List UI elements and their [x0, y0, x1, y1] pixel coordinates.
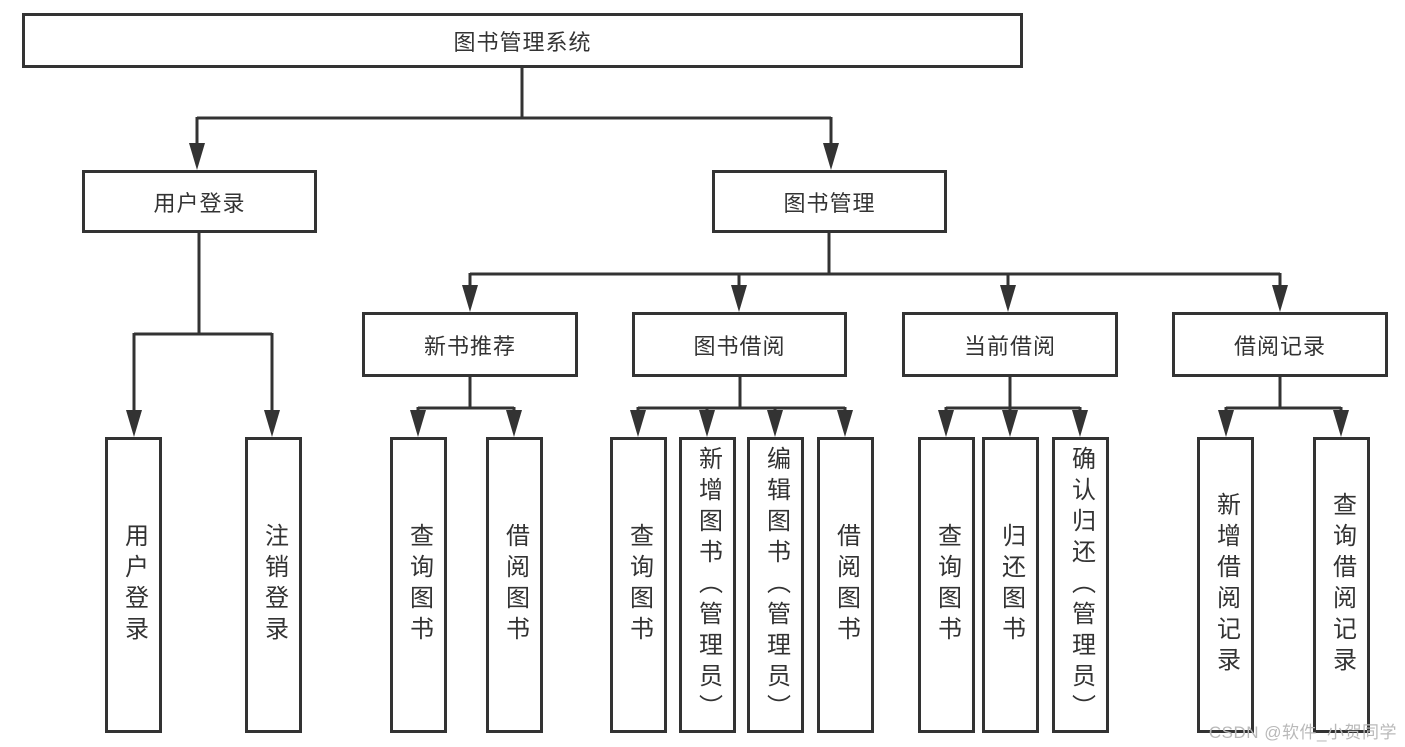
node-add-borrow-record: 新增借阅记录: [1197, 437, 1254, 733]
node-label: 图书管理: [783, 190, 876, 216]
node-query-borrow-record: 查询借阅记录: [1313, 437, 1370, 733]
arrow-down-icon: [410, 410, 426, 437]
node-label: 当前借阅: [963, 333, 1056, 359]
arrow-down-icon: [1072, 410, 1088, 437]
arrow-down-icon: [462, 285, 478, 312]
arrow-down-icon: [189, 143, 205, 170]
node-query-books-recommend: 查询图书: [390, 437, 447, 733]
arrow-down-icon: [938, 410, 954, 437]
csdn-watermark: CSDN @软件_小贺同学: [1208, 723, 1397, 742]
arrow-down-icon: [823, 143, 839, 170]
node-label: 图书管理系统: [453, 29, 592, 55]
arrow-down-icon: [731, 285, 747, 312]
node-borrowing-records: 借阅记录: [1172, 312, 1388, 377]
node-label: 查询图书: [933, 523, 961, 647]
arrow-down-icon: [1000, 285, 1016, 312]
arrow-down-icon: [1333, 410, 1349, 437]
node-user-login-action: 用户登录: [105, 437, 162, 733]
node-label: 编辑图书（管理员）: [762, 445, 790, 725]
node-label: 借阅图书: [501, 523, 529, 647]
node-label: 图书借阅: [693, 333, 786, 359]
node-label: 确认归还（管理员）: [1067, 445, 1095, 725]
node-add-books-admin: 新增图书（管理员）: [679, 437, 736, 733]
node-label: 新书推荐: [423, 333, 516, 359]
node-label: 查询图书: [405, 523, 433, 647]
arrow-down-icon: [1218, 410, 1234, 437]
node-new-book-recommendation: 新书推荐: [362, 312, 578, 377]
node-label: 借阅记录: [1233, 333, 1326, 359]
arrow-down-icon: [767, 410, 783, 437]
node-library-management-system: 图书管理系统: [22, 13, 1023, 68]
node-query-books-borrow: 查询图书: [610, 437, 667, 733]
node-label: 借阅图书: [832, 523, 860, 647]
node-label: 新增图书（管理员）: [694, 445, 722, 725]
arrow-down-icon: [699, 410, 715, 437]
arrow-down-icon: [1002, 410, 1018, 437]
node-label: 查询借阅记录: [1328, 492, 1356, 678]
arrow-down-icon: [264, 410, 280, 437]
node-label: 用户登录: [153, 190, 246, 216]
arrow-down-icon: [126, 410, 142, 437]
node-query-books-current: 查询图书: [918, 437, 975, 733]
node-edit-books-admin: 编辑图书（管理员）: [747, 437, 804, 733]
node-return-books: 归还图书: [982, 437, 1039, 733]
arrow-down-icon: [630, 410, 646, 437]
node-label: 查询图书: [625, 523, 653, 647]
arrow-down-icon: [506, 410, 522, 437]
node-label: 新增借阅记录: [1212, 492, 1240, 678]
node-label: 归还图书: [997, 523, 1025, 647]
arrow-down-icon: [1272, 285, 1288, 312]
node-label: 注销登录: [260, 523, 288, 647]
node-borrow-books-recommend: 借阅图书: [486, 437, 543, 733]
node-current-borrowing: 当前借阅: [902, 312, 1118, 377]
node-book-borrowing: 图书借阅: [632, 312, 847, 377]
node-confirm-return-admin: 确认归还（管理员）: [1052, 437, 1109, 733]
node-user-login: 用户登录: [82, 170, 317, 233]
node-book-management: 图书管理: [712, 170, 947, 233]
node-logout-action: 注销登录: [245, 437, 302, 733]
arrow-down-icon: [837, 410, 853, 437]
node-borrow-books: 借阅图书: [817, 437, 874, 733]
node-label: 用户登录: [120, 523, 148, 647]
